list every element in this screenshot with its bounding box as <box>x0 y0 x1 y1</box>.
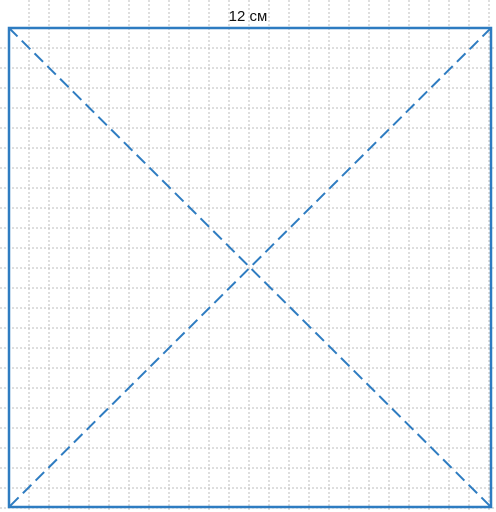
square-outline <box>7 26 493 509</box>
diagonal-top-left-to-bottom-right <box>8 27 492 508</box>
diagonal-top-right-to-bottom-left <box>8 27 492 508</box>
side-length-label: 12 см <box>229 8 268 25</box>
